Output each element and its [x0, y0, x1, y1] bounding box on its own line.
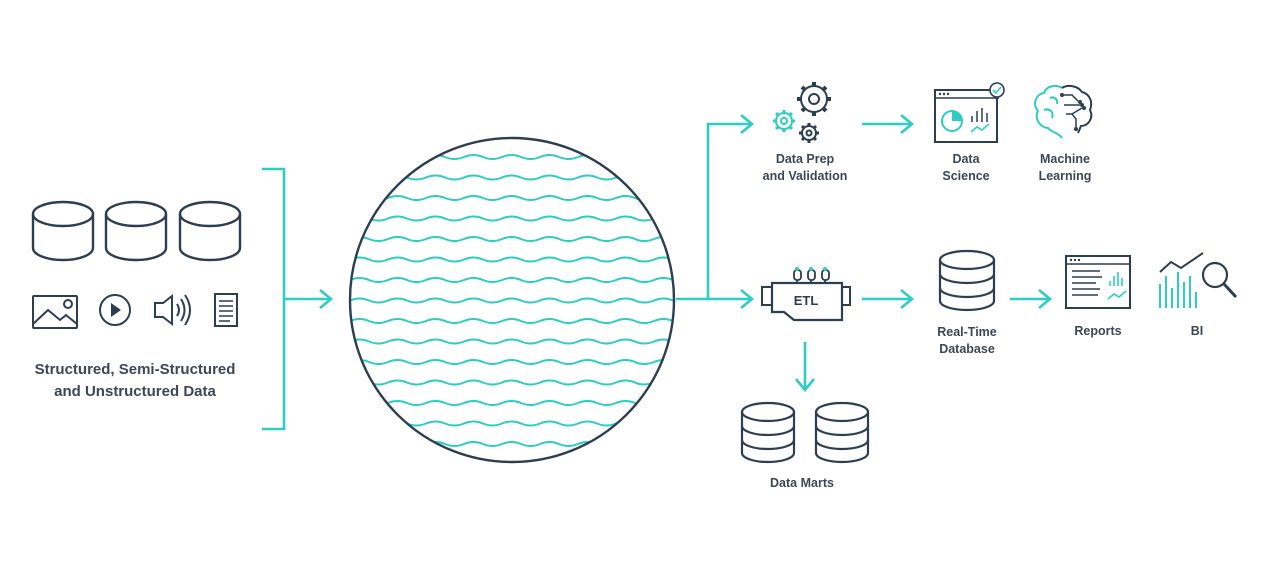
database-icon: [104, 200, 168, 262]
data-prep-label-line1: Data Prep: [775, 152, 835, 166]
wave-line: [350, 297, 674, 304]
realtime-database-label-line2: Database: [939, 341, 995, 356]
wave-line: [350, 236, 674, 242]
sources-label: Structured, Semi-Structured and Unstruct…: [20, 359, 250, 403]
speaker-icon: [154, 293, 191, 327]
wave-line: [350, 174, 674, 181]
wave-line: [350, 277, 674, 283]
wave-line: [350, 441, 674, 447]
bi-label: BI: [1167, 323, 1227, 340]
wave-line: [350, 215, 674, 222]
sources-bracket: [262, 167, 334, 431]
image-icon: [32, 295, 78, 329]
reports-label-text: Reports: [1074, 324, 1122, 338]
realtime-database-label: Real-Time Database: [922, 324, 1012, 358]
wave-line: [350, 338, 674, 345]
dashboard-icon: [934, 82, 1005, 143]
database-icon: [938, 249, 996, 312]
data-marts-label-text: Data Marts: [770, 476, 834, 490]
data-prep-label-line2: and Validation: [762, 168, 848, 183]
database-stack-icon: [814, 401, 870, 464]
data-lake-circle: [348, 136, 676, 464]
machine-learning-label: Machine Learning: [1022, 151, 1108, 185]
wave-line: [350, 318, 674, 324]
document-icon: [214, 293, 238, 327]
etl-to-database-arrow: [862, 288, 915, 310]
machine-learning-label-line2: Learning: [1038, 168, 1092, 183]
wave-line: [350, 359, 674, 365]
database-stack-icon: [740, 401, 796, 464]
data-science-label-line2: Science: [942, 168, 990, 183]
bi-label-text: BI: [1190, 324, 1204, 338]
reports-label: Reports: [1058, 323, 1138, 340]
gears-icon: [773, 82, 831, 143]
brain-circuit-icon: [1034, 84, 1093, 139]
wave-line: [350, 256, 674, 263]
chart-magnifier-icon: [1159, 252, 1238, 308]
wave-line: [350, 400, 674, 406]
wave-line: [350, 195, 674, 201]
database-icon: [31, 200, 95, 262]
data-science-label: Data Science: [926, 151, 1006, 185]
wave-line: [350, 154, 674, 160]
sources-label-line1: Structured, Semi-Structured: [34, 361, 236, 378]
etl-to-marts-arrow: [794, 342, 816, 393]
etl-label: ETL: [794, 293, 819, 308]
etl-machine-icon: ETL: [761, 267, 851, 322]
data-prep-label: Data Prep and Validation: [745, 151, 865, 185]
machine-learning-label-line1: Machine: [1039, 152, 1090, 166]
lake-to-outputs-connector: [676, 113, 755, 310]
database-to-reports-arrow: [1010, 288, 1053, 310]
wave-line: [350, 420, 674, 427]
sources-label-line2: and Unstructured Data: [54, 382, 216, 400]
report-icon: [1065, 255, 1131, 309]
realtime-database-label-line1: Real-Time: [937, 325, 997, 339]
prep-to-science-arrow: [862, 113, 915, 135]
data-marts-label: Data Marts: [752, 475, 852, 492]
data-science-label-line1: Data: [952, 152, 980, 166]
database-icon: [178, 200, 242, 262]
play-icon: [99, 294, 131, 326]
